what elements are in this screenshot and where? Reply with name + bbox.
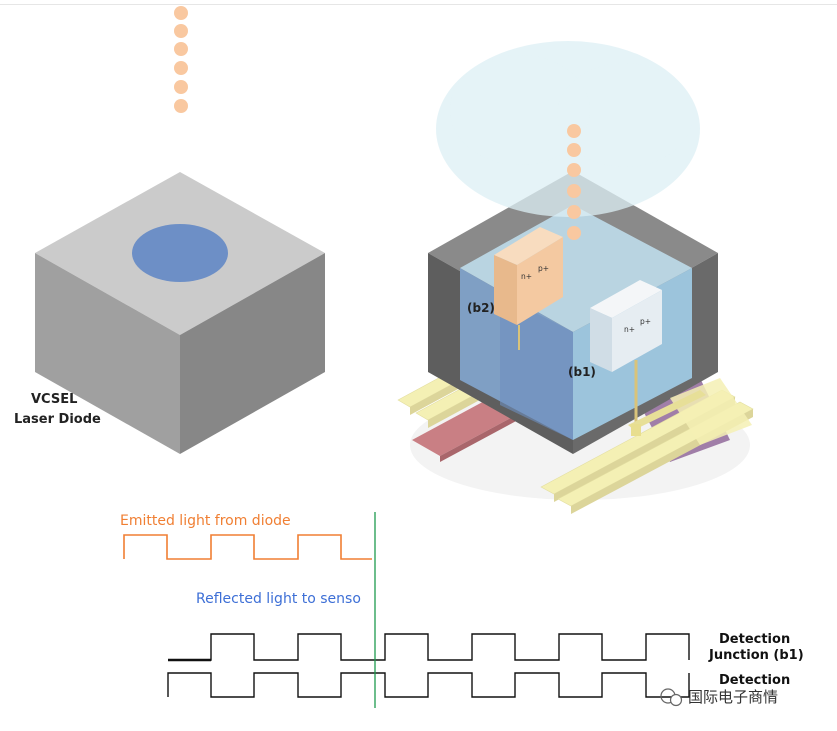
detection-b1-waveform (168, 633, 690, 661)
front-rails (540, 378, 754, 514)
wechat-icon (660, 688, 683, 707)
detection-b2-waveform (167, 672, 690, 698)
detection-label-2: Detection (719, 673, 790, 688)
light-dot (174, 61, 188, 75)
cube-left-face (35, 253, 180, 454)
emitted-label: Emitted light from diode (120, 513, 291, 529)
laser-diode-label: Laser Diode (14, 412, 101, 427)
light-dot (174, 80, 188, 94)
light-dot (174, 42, 188, 56)
b2-p-label: p+ (538, 264, 549, 273)
vcsel-cube (35, 172, 325, 454)
detection-label-1: Detection (719, 632, 790, 647)
reflected-light-dots (567, 124, 581, 240)
light-dot (567, 226, 581, 240)
vcsel-label: VCSEL (31, 392, 77, 407)
emitted-waveform (123, 534, 372, 560)
light-dot (567, 163, 581, 177)
cube-right-face (180, 253, 325, 454)
contact-pad-left (412, 398, 518, 462)
reflected-label: Reflected light to senso (196, 591, 361, 607)
vcsel-emitted-dots (174, 6, 188, 113)
b1-label: (b1) (568, 365, 596, 379)
light-dot (567, 143, 581, 157)
top-border (0, 0, 837, 5)
b1-p-label: p+ (640, 317, 651, 326)
light-dot (567, 184, 581, 198)
light-dot (567, 124, 581, 138)
light-dot (174, 24, 188, 38)
junction-b2 (494, 227, 563, 350)
vcsel-aperture (132, 224, 228, 282)
b2-label: (b2) (467, 301, 495, 315)
b1-n-label: n+ (624, 325, 635, 334)
watermark: 国际电子商情 (660, 688, 778, 707)
junction-b1 (590, 280, 662, 428)
watermark-text: 国际电子商情 (688, 688, 778, 706)
light-dot (567, 205, 581, 219)
light-dot (174, 6, 188, 20)
light-dot (174, 99, 188, 113)
b2-n-label: n+ (521, 272, 532, 281)
junction-b1-label: Junction (b1) (708, 648, 804, 663)
